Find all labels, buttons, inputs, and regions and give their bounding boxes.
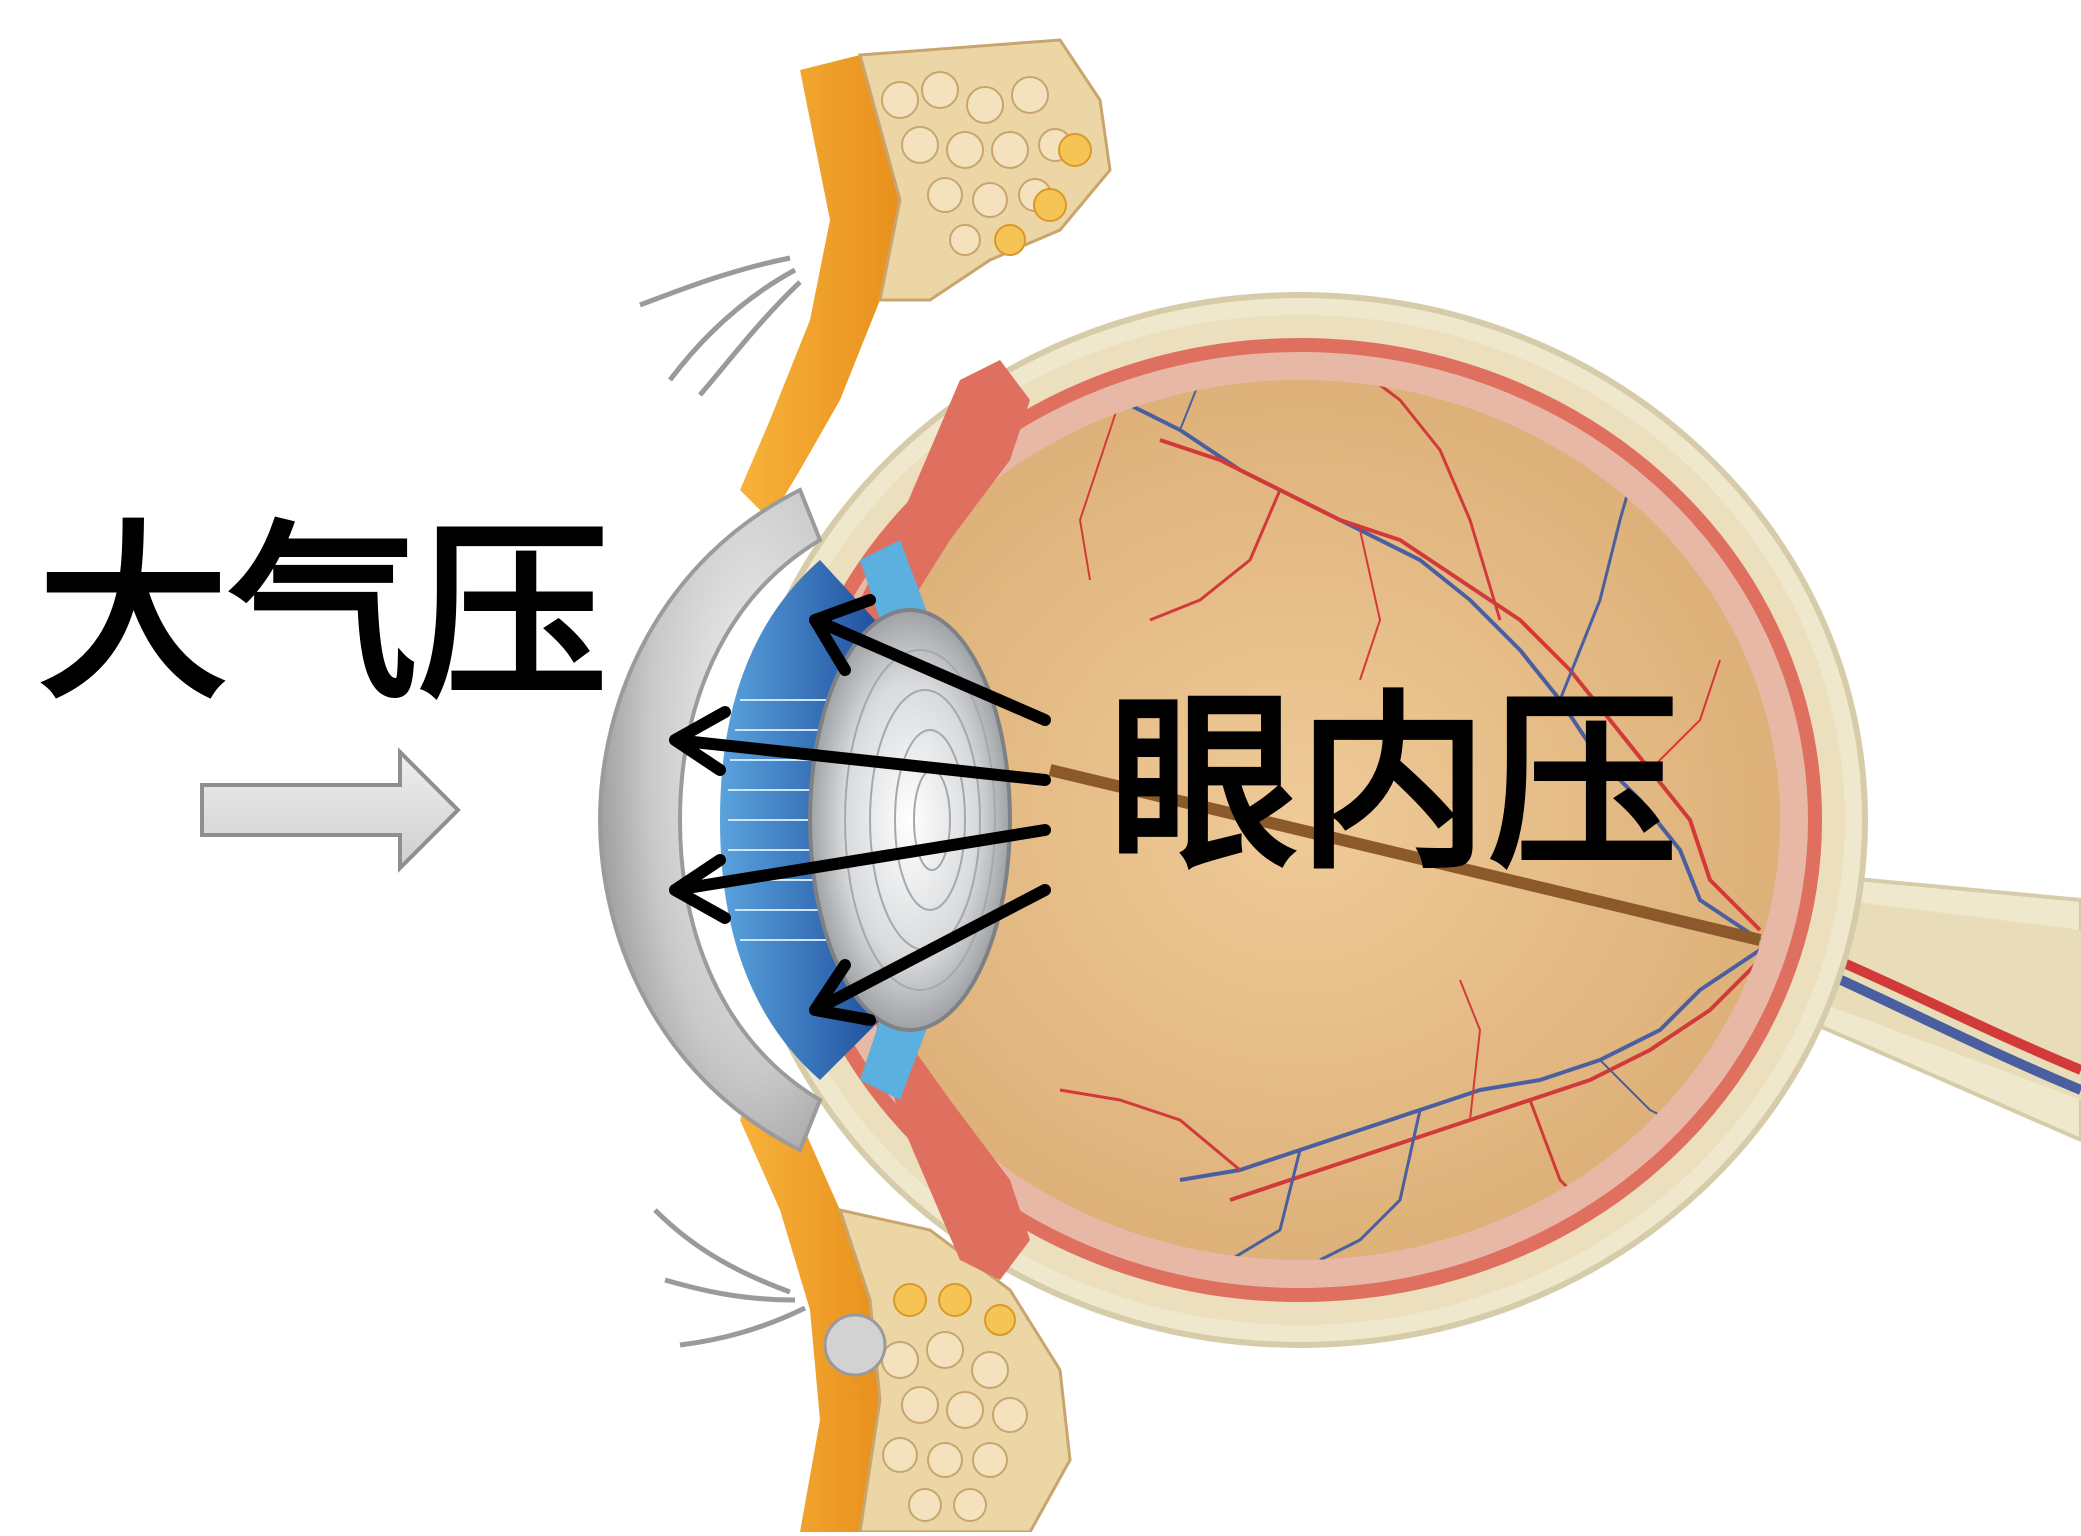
intraocular-pressure-label: 眼内压 bbox=[1108, 690, 1678, 880]
eyelash-top bbox=[640, 258, 800, 395]
atmospheric-pressure-label: 大气压 bbox=[38, 520, 608, 710]
eyelash-bottom bbox=[655, 1210, 805, 1345]
tear-gland bbox=[825, 1315, 885, 1375]
orbital-fat-top bbox=[860, 40, 1110, 300]
atmospheric-pressure-arrow bbox=[202, 752, 458, 868]
